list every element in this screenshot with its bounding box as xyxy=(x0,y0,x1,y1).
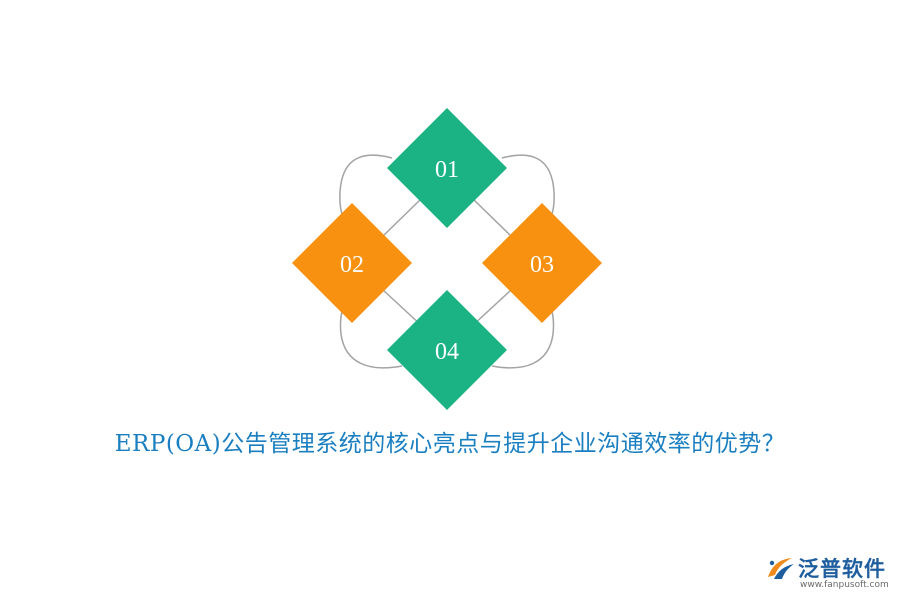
logo-url: www.fanpusoft.com xyxy=(800,580,889,590)
node-01: 01 xyxy=(387,108,507,228)
fanpu-logo-icon xyxy=(768,558,794,579)
node-02: 02 xyxy=(292,203,412,323)
logo-name: 泛普软件 xyxy=(798,557,886,581)
node-03-diamond xyxy=(482,203,602,323)
node-02-diamond xyxy=(292,203,412,323)
connector-02-04 xyxy=(382,289,423,327)
node-04-label: 04 xyxy=(435,339,459,365)
caption-title: ERP(OA)公告管理系统的核心亮点与提升企业沟通效率的优势？ xyxy=(114,431,786,457)
node-04: 04 xyxy=(387,290,507,410)
node-01-diamond xyxy=(387,108,507,228)
node-03: 03 xyxy=(482,203,602,323)
fanpu-logo[interactable]: 泛普软件 www.fanpusoft.com xyxy=(766,553,896,593)
node-04-diamond xyxy=(387,290,507,410)
connector-01-03 xyxy=(471,197,512,237)
connector-01-02 xyxy=(382,197,423,237)
node-01-label: 01 xyxy=(435,157,459,183)
node-02-label: 02 xyxy=(340,252,364,278)
connector-03-04 xyxy=(471,289,512,327)
inner-connector-lines xyxy=(382,197,512,327)
node-03-label: 03 xyxy=(530,252,554,278)
